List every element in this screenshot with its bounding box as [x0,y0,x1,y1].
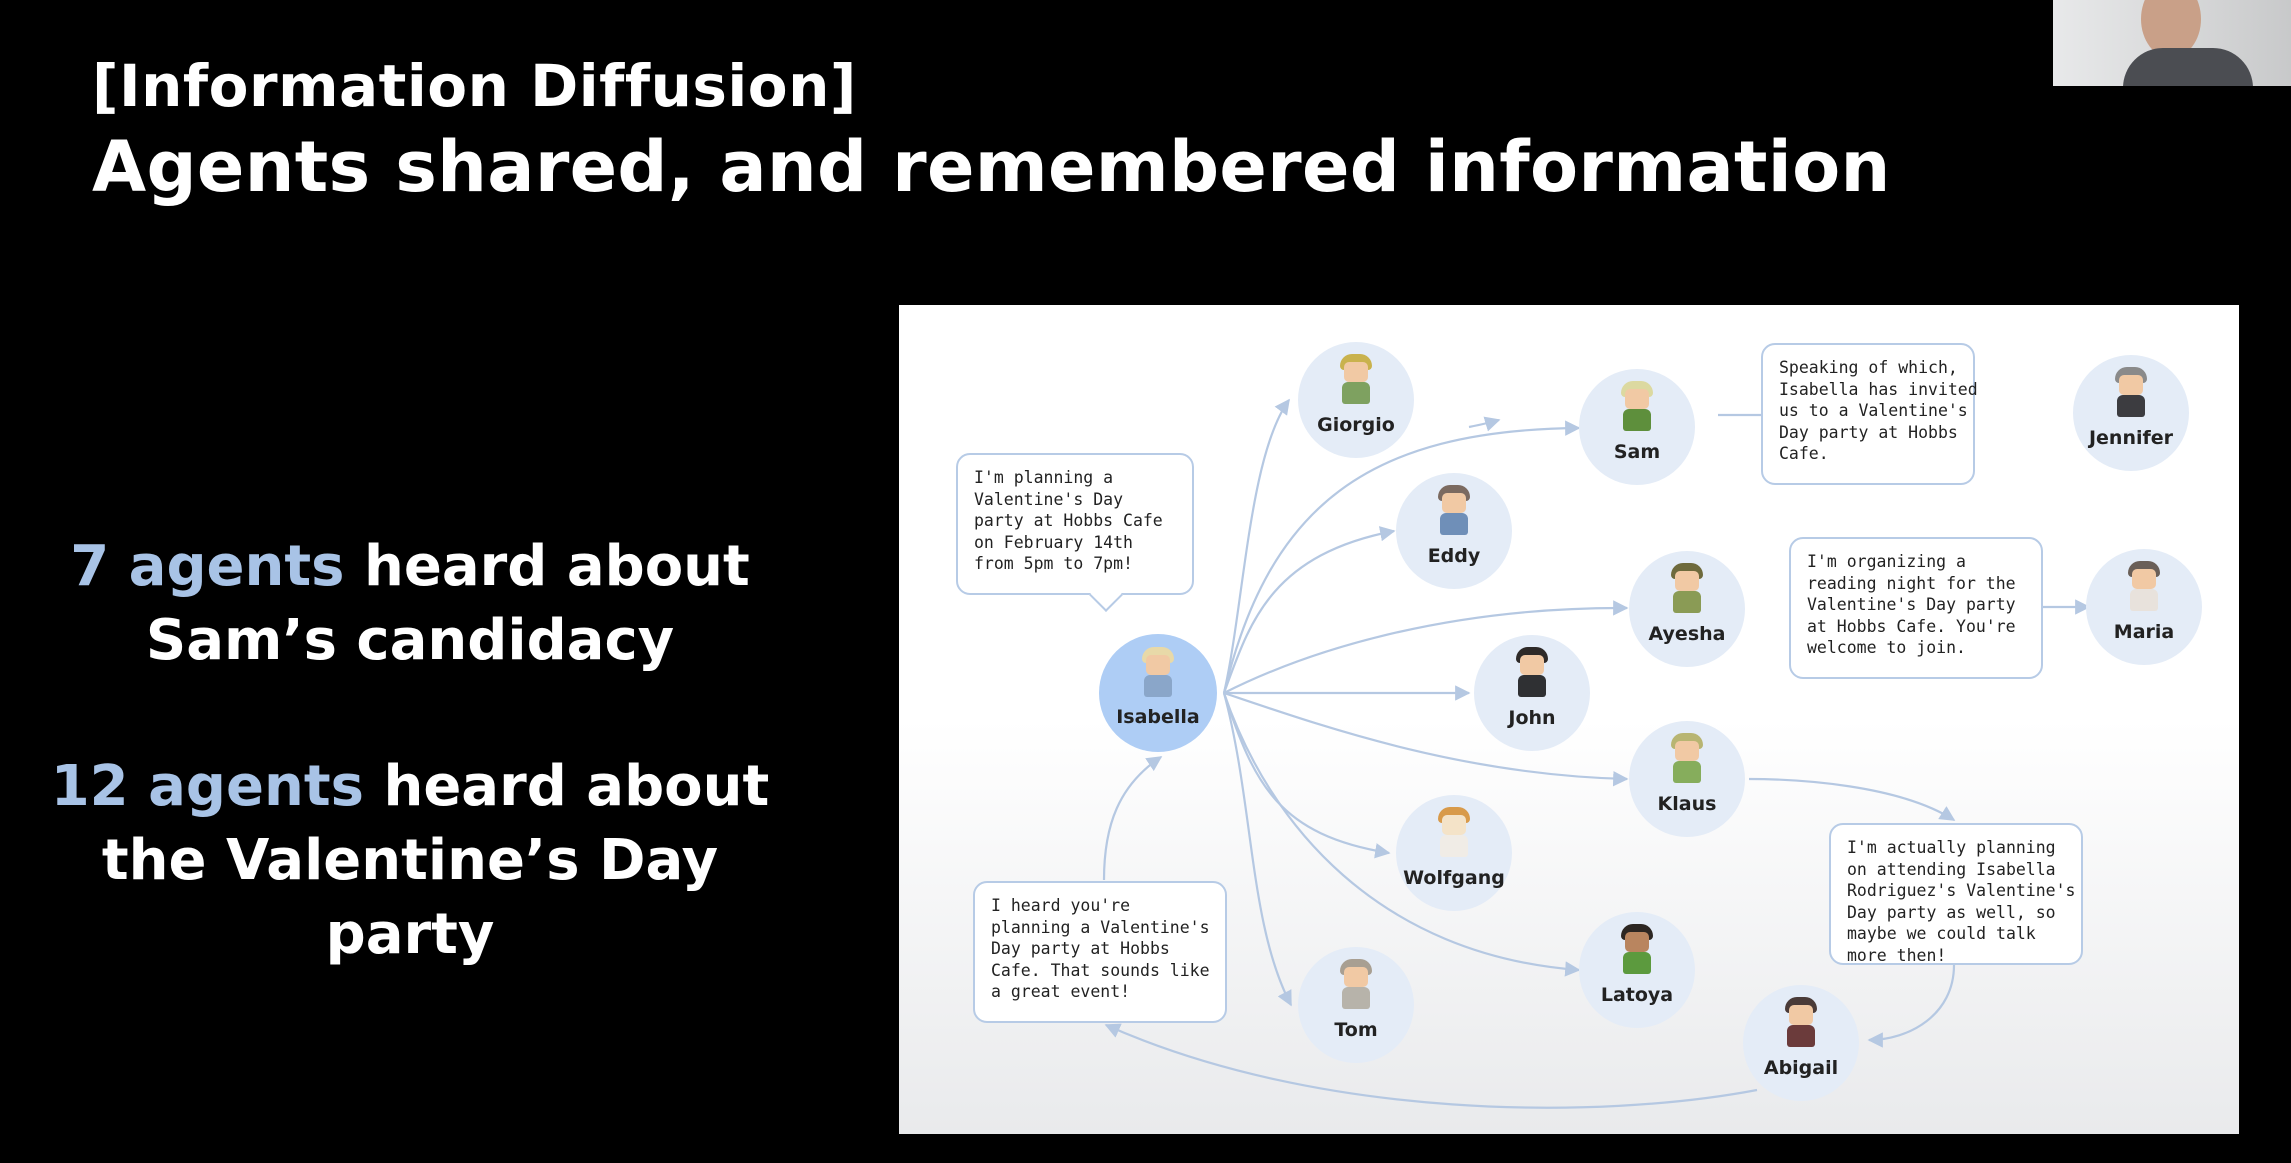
jennifer-avatar-icon [2111,367,2151,419]
slide-tag-title: [Information Diffusion] [92,52,857,120]
agent-node-john: John [1474,635,1590,751]
agent-node-giorgio: Giorgio [1298,342,1414,458]
klaus-avatar-icon [1667,733,1707,785]
sam-avatar-icon [1617,381,1657,433]
agent-node-isabella: Isabella [1099,634,1217,752]
edge-isabella-latoya [1222,692,1581,977]
agent-node-eddy: Eddy [1396,473,1512,589]
edge-isabella-ayesha [1223,600,1629,694]
stat-text: heard about [363,754,770,819]
agent-node-klaus: Klaus [1629,721,1745,837]
wolfgang-avatar-icon [1434,807,1474,859]
diffusion-diagram: I'm planning a Valentine's Day party at … [899,305,2239,1134]
agent-name: Giorgio [1317,414,1395,436]
agent-name: Abigail [1763,1057,1839,1079]
john-avatar-icon [1512,647,1552,699]
tom-avatar-icon [1336,959,1376,1011]
stat-sam-candidacy: 7 agents heard about Sam’s candidacy [20,530,800,678]
agent-name: John [1508,707,1556,729]
speech-bubble-isabella: I'm planning a Valentine's Day party at … [956,453,1194,595]
agent-name: Klaus [1657,793,1717,815]
stat-valentines-party: 12 agents heard about the Valentine’s Da… [20,750,800,972]
edge-isabella-sam [1222,420,1581,694]
agent-name: Latoya [1600,984,1674,1006]
slide-main-title: Agents shared, and remembered informatio… [92,126,1891,208]
ayesha-avatar-icon [1667,563,1707,615]
webcam-thumbnail [2053,0,2291,86]
agent-node-maria: Maria [2086,549,2202,665]
speech-bubble-ayesha: I'm organizing a reading night for the V… [1789,537,2043,679]
agent-node-latoya: Latoya [1579,912,1695,1028]
edge-isabella-tom [1222,692,1292,1007]
stat-count: 12 agents [50,754,364,819]
edge-isabella-eddy [1222,526,1396,694]
isabella-avatar-icon [1138,647,1178,699]
edge-isabella-giorgio [1222,398,1290,694]
agent-node-sam: Sam [1579,369,1695,485]
stat-text: heard about [344,534,750,599]
agent-node-jennifer: Jennifer [2073,355,2189,471]
edge-klaus-bubble [1748,777,1956,821]
speech-bubble-abigail: I heard you're planning a Valentine's Da… [973,881,1227,1023]
edge-bubble-isabella [1102,756,1163,881]
agent-name: Maria [2113,621,2175,643]
giorgio-avatar-icon [1336,354,1376,406]
agent-name: Eddy [1427,545,1481,567]
agent-name: Wolfgang [1403,867,1505,889]
speech-bubble-klaus: I'm actually planning on attending Isabe… [1829,823,2083,965]
edge-abigail-bubble [1104,1023,1758,1109]
agent-name: Ayesha [1648,623,1726,645]
agent-name: Tom [1334,1019,1378,1041]
eddy-avatar-icon [1434,485,1474,537]
presenter-shirt [2123,48,2253,86]
stat-text: Sam’s candidacy [145,608,675,673]
stat-text: the Valentine’s Day party [101,828,719,967]
edge-bubble-abigail [1867,964,1956,1048]
agent-node-abigail: Abigail [1743,985,1859,1101]
agent-name: Sam [1613,441,1661,463]
agent-name: Isabella [1116,706,1200,728]
maria-avatar-icon [2124,561,2164,613]
speech-bubble-sam: Speaking of which, Isabella has invited … [1761,343,1978,485]
abigail-avatar-icon [1781,997,1821,1049]
stat-count: 7 agents [70,534,345,599]
agent-node-wolfgang: Wolfgang [1396,795,1512,911]
latoya-avatar-icon [1617,924,1657,976]
edge-isabella-klaus [1223,691,1629,787]
edge-sam-jennifer [1468,416,1501,432]
agent-node-tom: Tom [1298,947,1414,1063]
agent-name: Jennifer [2088,427,2174,449]
agent-node-ayesha: Ayesha [1629,551,1745,667]
